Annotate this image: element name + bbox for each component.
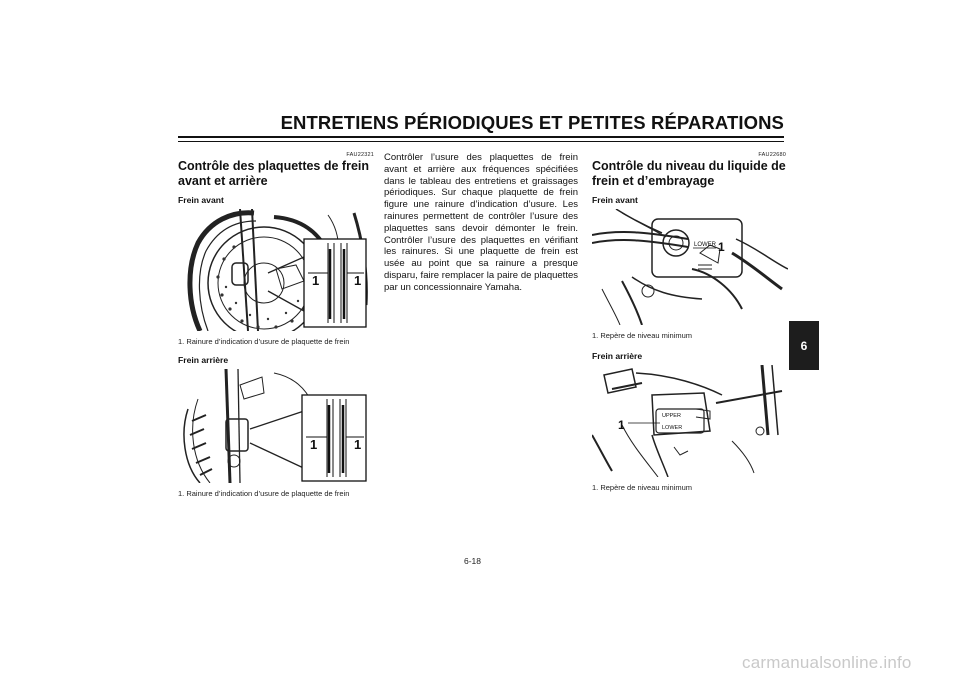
front-reservoir-callout: 1 [718, 240, 725, 254]
front-reservoir-drawing: LOWER 1 [592, 209, 788, 325]
rear-brake-subtitle: Frein arrière [178, 354, 229, 365]
rear-brake-drawing: 1 1 [183, 368, 367, 483]
rear-reservoir-caption: 1. Repère de niveau minimum [592, 482, 693, 492]
front-pad-callout: 1 [312, 273, 319, 288]
front-brake-pad-illustration: 1 1 [178, 209, 374, 331]
page-number: 6-18 [464, 556, 482, 566]
section-title: Contrôle du niveau du liquide de frein e… [592, 159, 786, 188]
header-rule [178, 136, 784, 142]
front-reservoir-subtitle: Frein avant [592, 195, 638, 205]
rear-reservoir-drawing: UPPER LOWER 1 [592, 364, 783, 477]
section-title: Contrôle des plaquettes de frein avant e… [178, 159, 370, 188]
section-code: FAU22321 [346, 152, 374, 158]
brake-pads-section: FAU22321 Contrôle des plaquettes de frei… [178, 142, 374, 498]
watermark: carmanualsonline.info [742, 653, 912, 672]
front-pad-callout-2: 1 [354, 273, 361, 288]
brake-pads-instructions: Contrôler l’usure des plaquettes de frei… [384, 142, 578, 294]
front-brake-drawing: 1 1 [187, 209, 368, 331]
front-reservoir-illustration: LOWER 1 [592, 209, 788, 325]
lower-level-label: LOWER [694, 242, 717, 248]
lower-level-label: LOWER [662, 425, 682, 431]
front-brake-subtitle: Frein avant [178, 195, 224, 205]
rear-brake-pad-illustration: 1 1 [178, 368, 374, 483]
rear-reservoir-subtitle: Frein arrière [592, 350, 643, 361]
page-title: ENTRETIENS PÉRIODIQUES ET PETITES RÉPARA… [280, 112, 784, 133]
brake-pads-body: Contrôler l’usure des plaquettes de frei… [384, 152, 578, 293]
rear-reservoir-illustration: UPPER LOWER 1 [592, 364, 788, 477]
rear-pad-callout: 1 [310, 437, 317, 452]
brake-fluid-section: FAU22680 Contrôle du niveau du liquide d… [592, 142, 788, 492]
chapter-tab: 6 [789, 321, 819, 370]
rear-brake-caption: 1. Rainure d’indication d’usure de plaqu… [178, 488, 350, 498]
front-reservoir-caption: 1. Repère de niveau minimum [592, 331, 693, 340]
rear-reservoir-callout: 1 [618, 418, 625, 432]
section-code: FAU22680 [758, 152, 786, 158]
rear-pad-callout-2: 1 [354, 437, 361, 452]
upper-level-label: UPPER [662, 413, 681, 419]
front-brake-caption: 1. Rainure d’indication d’usure de plaqu… [178, 337, 350, 346]
